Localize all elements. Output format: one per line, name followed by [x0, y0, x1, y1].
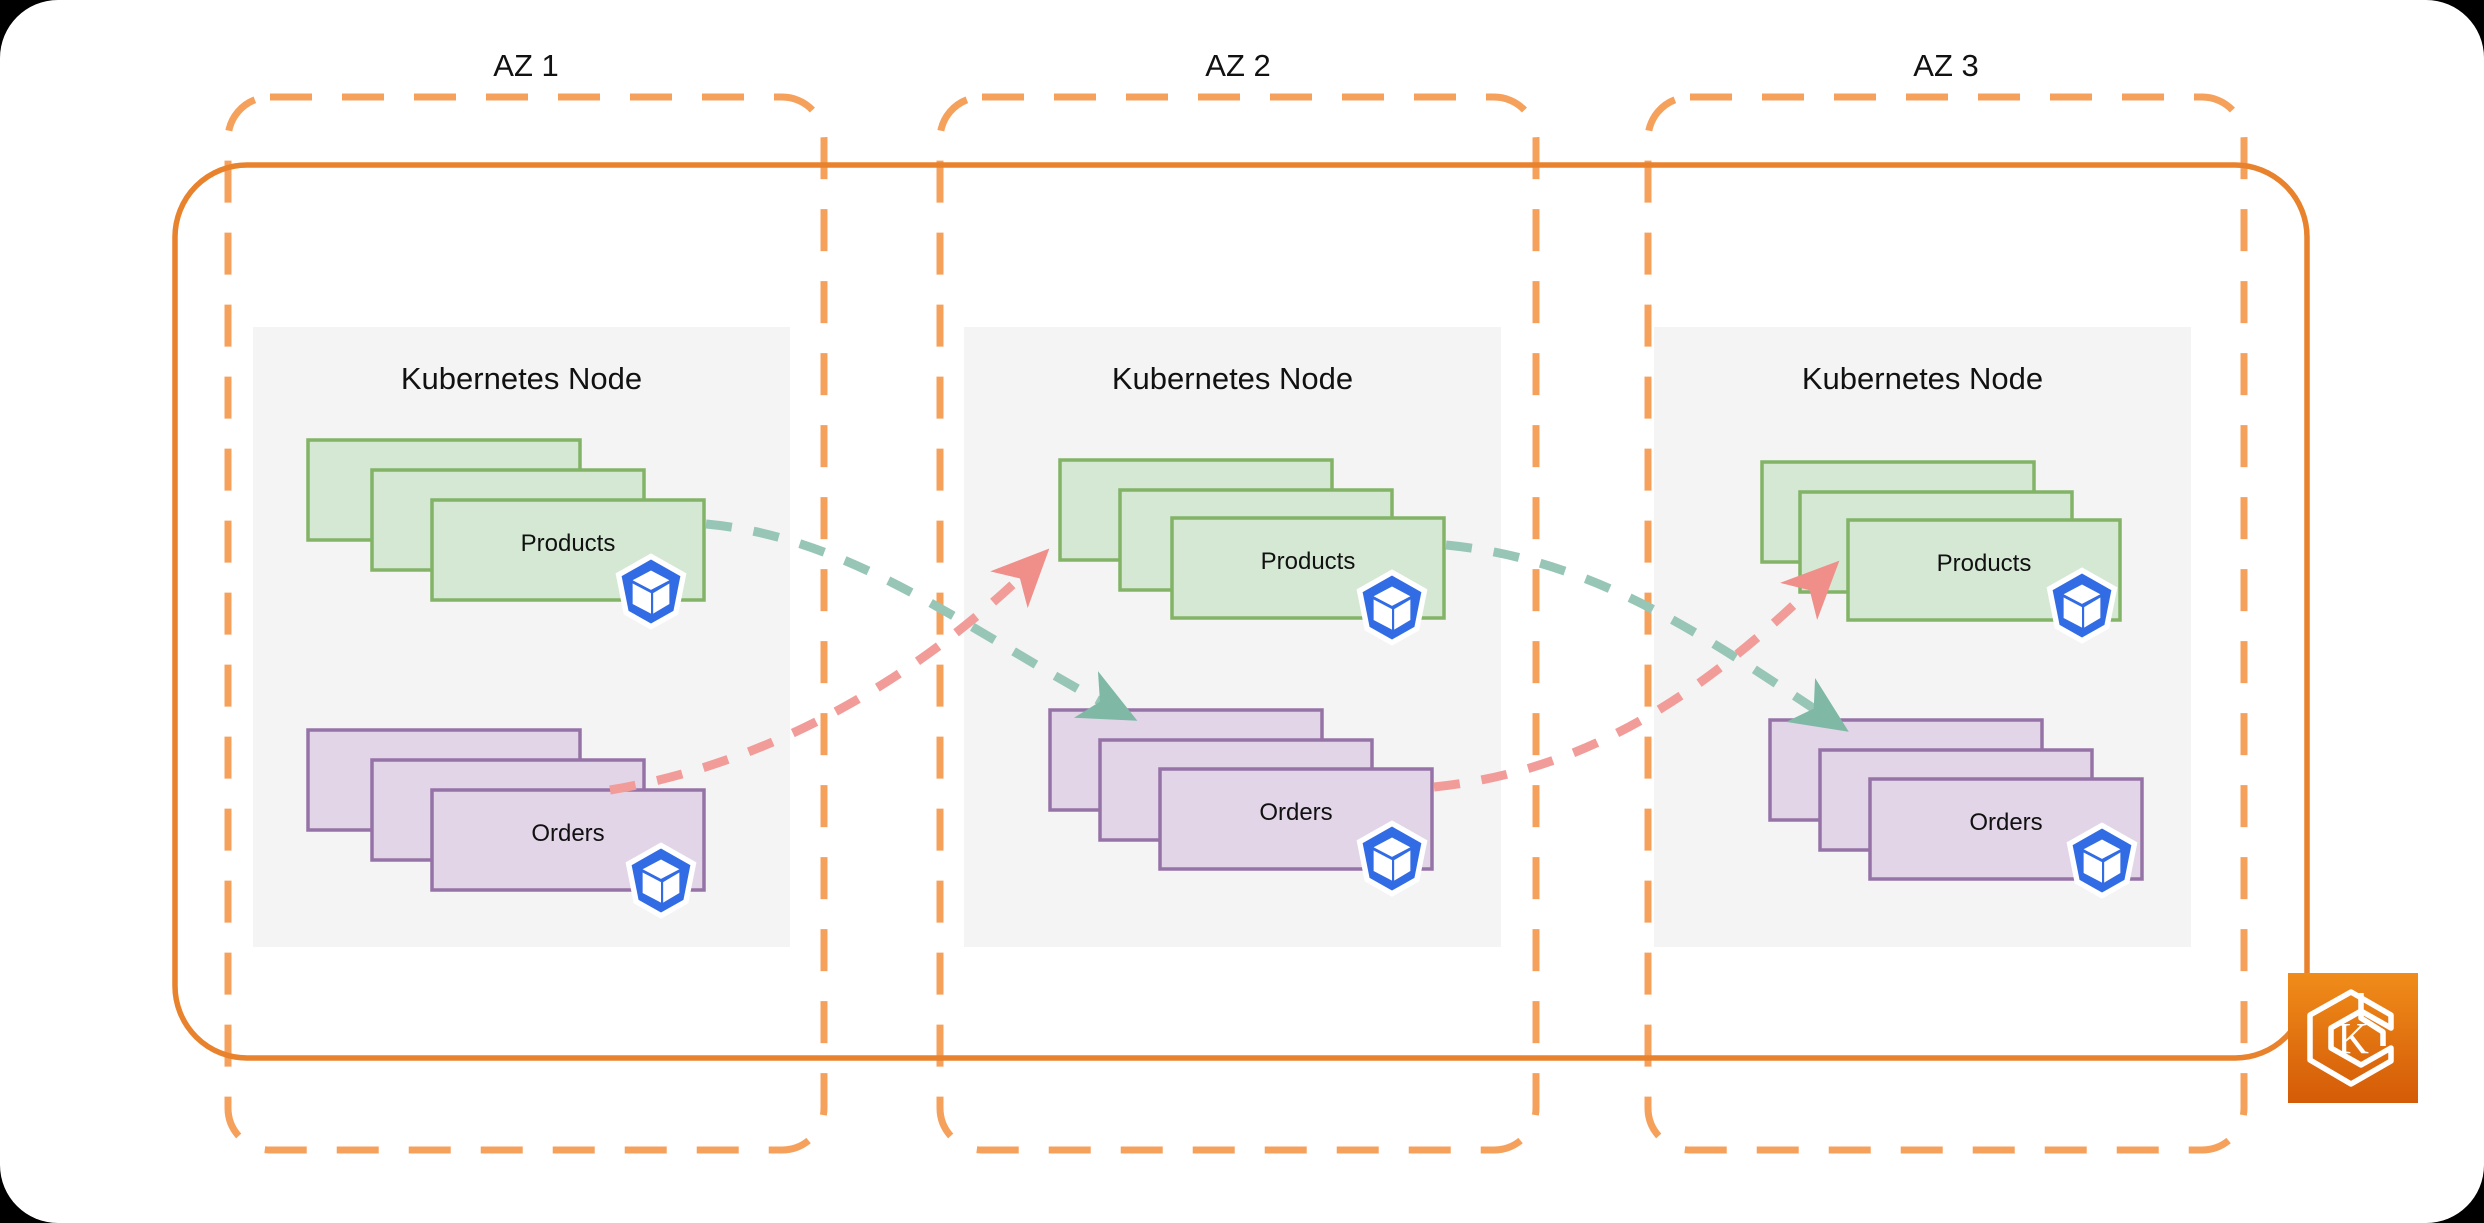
- az2-orders-pod-label: Orders: [1259, 799, 1333, 826]
- az2-node-title: Kubernetes Node: [1111, 361, 1354, 396]
- az3-label: AZ 3: [1913, 48, 1979, 83]
- az3-orders-pod-label: Orders: [1969, 809, 2043, 836]
- az1-orders-pod-stack[interactable]: [306, 728, 706, 892]
- az-boundaries: [224, 93, 2248, 1154]
- az1-label: AZ 1: [493, 48, 559, 83]
- kubernetes-icon: [615, 553, 687, 630]
- eks-cluster-boundary: [172, 162, 2310, 1061]
- az3-products-pod-label: Products: [1936, 550, 2032, 577]
- amazon-eks-logo: K: [2288, 973, 2418, 1103]
- az1-products-pod-stack[interactable]: [306, 438, 706, 602]
- az3-boundary: [1644, 93, 2248, 1154]
- az3-products-pod-stack[interactable]: [1760, 460, 2122, 622]
- az3-node-title: Kubernetes Node: [1801, 361, 2044, 396]
- az2-orders-pod-stack[interactable]: [1048, 708, 1434, 871]
- az1-boundary: [224, 93, 828, 1154]
- az1-orders-pod-label: Orders: [531, 820, 605, 847]
- connection-products-az1-to-az2[interactable]: [705, 519, 1138, 721]
- connection-orders-az1-to-az2[interactable]: [609, 548, 1050, 795]
- az2-products-pod-stack[interactable]: [1058, 458, 1446, 620]
- eks-hexagon-mark: [2307, 989, 2394, 1087]
- cluster-border-rect: [172, 162, 2310, 1061]
- connection-arrows: [609, 519, 1849, 795]
- kubernetes-icon: [2066, 822, 2138, 899]
- kubernetes-icon: [2046, 567, 2118, 644]
- az2-products-pod-label: Products: [1260, 548, 1356, 575]
- k8s-badges: [615, 553, 2138, 919]
- az1-products-pod-label: Products: [520, 530, 616, 557]
- connection-orders-az2-to-az3[interactable]: [1433, 560, 1840, 792]
- az2-label: AZ 2: [1205, 48, 1271, 83]
- kubernetes-icon: [625, 842, 697, 919]
- kubernetes-icon: [1356, 820, 1428, 897]
- pod-front[interactable]: [1846, 518, 2122, 622]
- az2-boundary: [936, 93, 1540, 1154]
- eks-logo-letter: K: [2337, 1014, 2369, 1063]
- connection-products-az2-to-az3[interactable]: [1445, 540, 1849, 732]
- az1-node-title: Kubernetes Node: [400, 361, 643, 396]
- kubernetes-icon: [1356, 569, 1428, 646]
